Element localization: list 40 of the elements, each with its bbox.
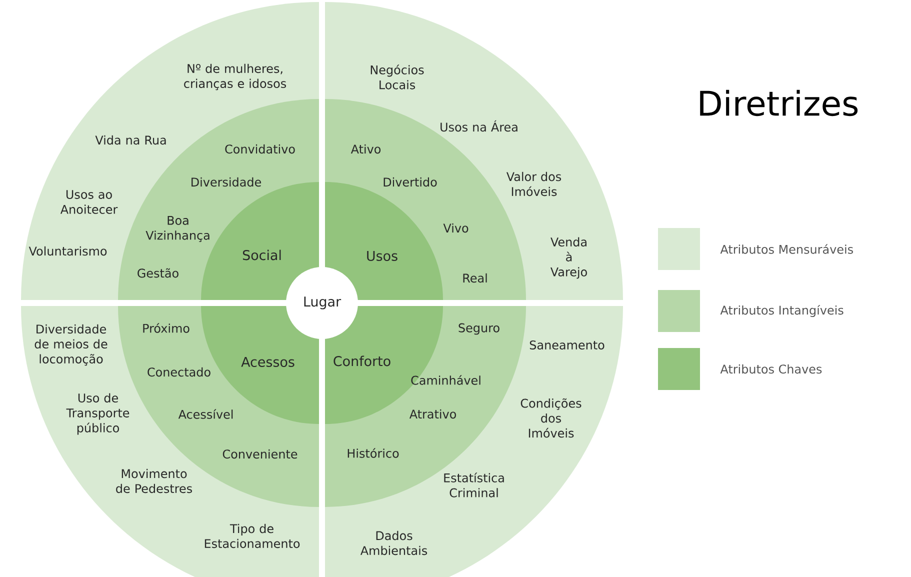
attribute-label: Negócios Locais [370, 64, 424, 90]
attribute-label: Caminhável [411, 375, 480, 385]
attribute-label: Vida na Rua [95, 135, 166, 145]
legend-label: Atributos Chaves [720, 364, 822, 374]
attribute-label: Diversidade de meios de locomoção [34, 324, 108, 366]
attribute-label: Real [463, 273, 487, 283]
attribute-label: Voluntarismo [28, 246, 107, 256]
attribute-label: Seguro [458, 323, 500, 335]
attribute-label: Nº de mulheres, crianças e idosos [184, 64, 286, 90]
legend-label: Atributos Intangíveis [720, 304, 844, 317]
attribute-label: Uso de Transporte público [66, 393, 130, 435]
attribute-label: Dados Ambientais [360, 530, 428, 556]
attribute-label: Condições dos Imóveis [520, 398, 582, 438]
key-attribute-label: Usos [367, 250, 398, 261]
attribute-label: Acessível [178, 409, 233, 419]
legend-label: Atributos Mensuráveis [720, 244, 853, 254]
attribute-label: Histórico [348, 448, 399, 458]
key-attribute-label: Conforto [334, 356, 390, 366]
attribute-label: Estatística Criminal [444, 472, 504, 498]
attribute-label: Valor dos Imóveis [506, 172, 562, 196]
title: Diretrizes [700, 90, 858, 116]
attribute-label: Movimento de Pedestres [116, 468, 192, 494]
key-attribute-label: Acessos [241, 356, 294, 367]
attribute-label: Próximo [143, 323, 190, 333]
attribute-label: Venda à Varejo [550, 237, 587, 279]
attribute-label: Usos na Área [440, 120, 518, 132]
attribute-label: Diversidade [192, 177, 262, 187]
attribute-label: Ativo [350, 144, 381, 154]
attribute-label: Boa Vizinhança [146, 216, 210, 242]
key-attribute-label: Social [242, 250, 281, 260]
attribute-label: Conectado [148, 367, 210, 377]
attribute-label: Atrativo [409, 409, 456, 419]
attribute-label: Vivo [443, 223, 468, 233]
attribute-label: Gestão [138, 268, 178, 278]
attribute-label: Usos ao Anoitecer [60, 190, 118, 214]
attribute-label: Divertido [384, 177, 437, 187]
attribute-label: Convidativo [225, 144, 295, 154]
attribute-label: Conveniente [222, 449, 298, 459]
attribute-label: Saneamento [530, 340, 604, 350]
attribute-label: Tipo de Estacionamento [204, 524, 300, 548]
